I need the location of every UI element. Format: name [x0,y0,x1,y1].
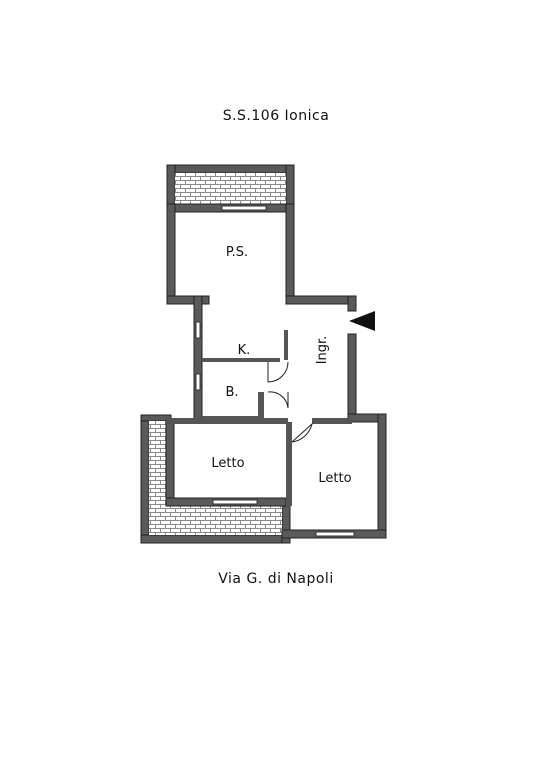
room-label-kitchen: K. [238,343,251,358]
bottom-left-terrace [140,414,291,544]
windows [195,205,355,537]
room-label-ps: P.S. [226,245,248,260]
door-bath [267,391,289,409]
top-terrace-tiles [175,173,286,204]
road-label-south: Via G. di Napoli [218,571,333,587]
entrance-arrow-icon [349,311,375,331]
window-letto-left [212,499,258,505]
room-label-bath: B. [225,385,238,400]
room-label-letto-right: Letto [318,471,351,486]
bedrooms-top-wall [166,418,288,424]
door-letto-right [291,422,313,443]
room-label-entrance: Ingr. [315,336,330,365]
door-kitchen [267,361,289,383]
bottom-terrace-tiles [171,505,282,535]
right-bedroom-top-wall [312,418,352,424]
window-bath [195,373,201,391]
interior-walls [166,330,352,506]
bedrooms-divider-wall [286,422,292,506]
top-terrace [166,164,295,213]
doors [267,361,313,443]
window-letto-right [315,531,355,537]
room-label-letto-left: Letto [211,456,244,471]
bath-right-wall [258,392,264,418]
road-label-north: S.S.106 Ionica [223,108,330,124]
window-ps [221,205,267,211]
exterior-walls [165,203,387,539]
kitchen-right-wall [284,330,288,360]
window-kitchen [195,321,201,339]
kitchen-bath-wall [202,358,280,362]
